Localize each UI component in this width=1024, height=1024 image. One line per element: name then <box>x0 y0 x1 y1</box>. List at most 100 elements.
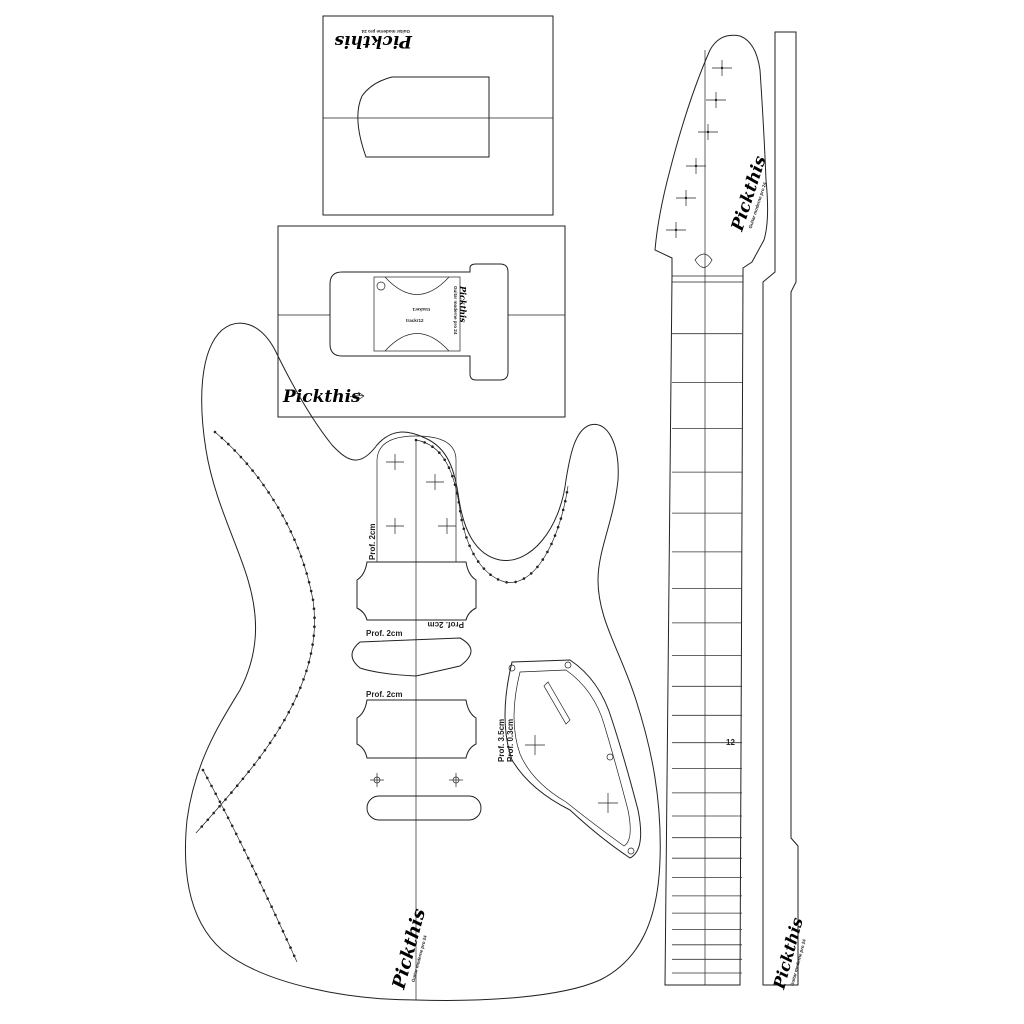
svg-text:Prof. 0.3cm: Prof. 0.3cm <box>506 719 515 762</box>
contour-dot <box>293 538 296 541</box>
contour-dot <box>313 625 316 628</box>
contour-dot <box>239 840 242 844</box>
screw-hole <box>627 847 635 855</box>
brand-logo-strip: Pickthis Guitar moderne pro 24 <box>769 916 807 992</box>
contour-dot <box>541 558 545 561</box>
contour-dot <box>529 572 533 575</box>
switch-slot <box>543 681 571 725</box>
contour-dot <box>559 517 563 520</box>
contour-dot <box>299 686 302 690</box>
depth-label-middle: Prof. 2cm <box>366 629 402 638</box>
guitar-body: Prof. 2cm Prof. 2cm Prof. 2cm Prof. 2cm <box>185 322 661 1001</box>
contour-dot <box>556 525 560 529</box>
contour-dot <box>262 483 265 487</box>
contour-dot <box>224 798 227 801</box>
horn-contour-line <box>415 439 569 583</box>
guitar-neck: 12 Pickthis Guitar moderne pro 24 <box>654 34 771 986</box>
tremolo-arc-bottom <box>384 333 450 352</box>
contour-dot <box>214 792 217 796</box>
contour-dot <box>489 573 492 576</box>
contour-dot <box>451 474 454 478</box>
contour-dot <box>312 634 316 637</box>
contour-dot <box>218 805 221 808</box>
svg-text:Pickthis: Pickthis <box>334 31 413 51</box>
contour-dot <box>212 811 215 815</box>
strip-outline <box>762 31 799 986</box>
tremolo-arc-top <box>384 276 450 295</box>
neck-pocket <box>376 435 457 563</box>
contour-dot <box>285 938 289 941</box>
contour-dot <box>460 518 464 522</box>
contour-dot <box>553 534 557 537</box>
tuner-marks <box>666 60 732 238</box>
tuner-center <box>714 98 718 102</box>
contour-dot <box>309 589 313 593</box>
contour-dot <box>213 430 217 434</box>
contour-dot <box>243 848 246 852</box>
contour-dot <box>235 784 239 787</box>
contour-dot <box>234 832 238 836</box>
contour-dot <box>496 578 500 581</box>
tuner-center <box>706 130 710 134</box>
contour-dot <box>311 598 315 602</box>
contour-dot <box>453 483 457 487</box>
contour-dot <box>302 563 306 567</box>
bridge-stud-marker <box>449 773 463 787</box>
contour-dot <box>443 458 447 462</box>
depth-label-control: Prof. 3.5cm Prof. 0.3cm <box>497 719 515 762</box>
screw-hole <box>508 664 516 672</box>
contour-dot <box>241 777 245 781</box>
depth-label-bridge: Prof. 2cm <box>366 690 402 699</box>
svg-text:Guitar moderne pro 24: Guitar moderne pro 24 <box>361 29 410 34</box>
tuner-center <box>720 66 724 70</box>
contour-dot <box>210 784 213 788</box>
contour-dot <box>270 905 273 908</box>
contour-dot <box>472 552 475 556</box>
template-frame-middle <box>277 225 566 418</box>
belly-contour-line <box>202 769 298 963</box>
contour-dots <box>200 430 569 958</box>
contour-dot <box>458 509 462 513</box>
contour-dot <box>230 824 234 828</box>
contour-dot <box>267 491 270 494</box>
contour-dot <box>299 555 303 558</box>
contour-dot <box>455 492 459 495</box>
contour-dot <box>462 527 466 531</box>
contour-dot <box>546 550 549 554</box>
contour-dot <box>285 522 289 525</box>
contour-dot <box>307 660 311 664</box>
depth-label-flipped: Prof. 2cm <box>428 620 464 629</box>
contour-dot <box>220 436 224 440</box>
tuner-center <box>684 196 688 200</box>
contour-dot <box>247 770 250 774</box>
contour-dot <box>522 577 526 580</box>
contour-dot <box>281 929 285 933</box>
contour-dot <box>281 514 284 517</box>
contour-dot <box>289 530 293 533</box>
svg-text:Prof. 3.5cm: Prof. 3.5cm <box>497 719 506 762</box>
contour-dot <box>258 881 262 884</box>
contour-dot <box>564 499 567 503</box>
fret-lines <box>672 333 742 974</box>
contour-dot <box>256 476 260 480</box>
contour-dot <box>307 580 311 584</box>
contour-dot <box>514 580 517 584</box>
neck-outline <box>654 34 769 986</box>
neck-pocket-outline <box>357 76 490 158</box>
contour-dot <box>278 726 282 730</box>
contour-dot <box>482 567 486 570</box>
contour-dot <box>447 466 451 470</box>
contour-dot <box>312 607 316 610</box>
contour-dot <box>296 546 300 550</box>
contour-dot <box>254 872 258 876</box>
screw-hole <box>564 661 572 669</box>
contour-dot <box>227 442 230 446</box>
contour-dot <box>550 542 553 546</box>
contour-dot <box>423 441 426 444</box>
tremolo-cavity-outline <box>329 263 509 381</box>
contour-dot <box>245 462 249 466</box>
tremolo-template: tracker1 trackr12 Pickthis Guitar modern… <box>277 225 566 418</box>
contour-dot <box>277 921 281 925</box>
contour-dot <box>311 643 314 646</box>
contour-dot <box>230 791 233 794</box>
